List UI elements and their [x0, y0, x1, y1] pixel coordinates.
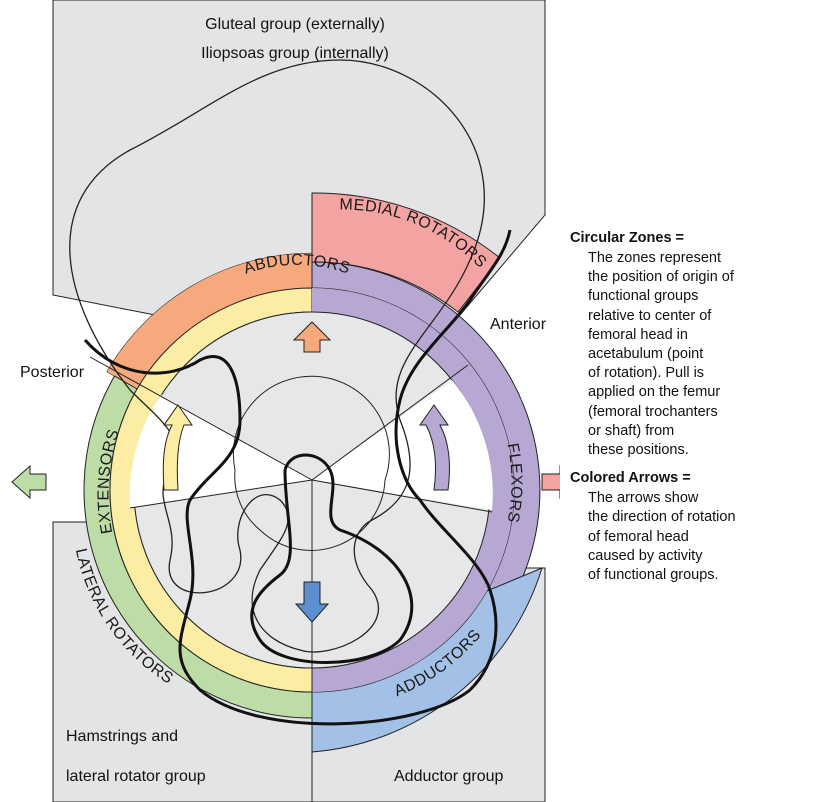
- adductors-arrow-icon: [294, 581, 330, 623]
- posterior-label: Posterior: [20, 364, 85, 381]
- extensors-arrow-icon: [162, 404, 193, 491]
- radial-line-posterior: [89, 356, 313, 481]
- circular-zones-line: relative to center of: [588, 307, 712, 324]
- femur-inner-bold: [250, 453, 414, 664]
- flexors-arrow-icon: [419, 404, 451, 491]
- circular-zones-line: The zones represent: [588, 250, 721, 266]
- colored-arrows-line: of femoral head: [588, 528, 689, 545]
- hip-diagram: ABDUCTORS MEDIAL ROTATORS FLEXORS ADDUCT…: [11, 0, 560, 802]
- zone-adductors: [311, 567, 543, 753]
- circular-zones-line: these positions.: [588, 442, 689, 459]
- circular-zones-text: The zones represent the position of orig…: [588, 249, 813, 460]
- circular-zones-line: (femoral trochanters: [588, 403, 718, 420]
- legend: Circular Zones = The zones represent the…: [570, 230, 813, 595]
- colored-arrows-heading: Colored Arrows =: [570, 470, 691, 487]
- iliopsoas-group-label: Iliopsoas group (internally): [201, 45, 389, 62]
- colored-arrows-line: caused by activity: [588, 547, 703, 564]
- zone-abductors-top: [107, 253, 312, 389]
- adductor-group-label: Adductor group: [394, 768, 504, 785]
- posterior-arrow-icon: [11, 464, 47, 500]
- hamstrings-label-line2: lateral rotator group: [66, 768, 206, 785]
- colored-arrows-line: The arrows show: [588, 490, 699, 507]
- center-circle: [232, 375, 390, 551]
- circular-zones-line: applied on the femur: [588, 384, 721, 401]
- colored-arrows-line: of functional groups.: [588, 567, 719, 584]
- zone-flexors-inner: [312, 288, 514, 692]
- hamstrings-label-line1: Hamstrings and: [66, 728, 178, 745]
- radial-line-lower-right: [311, 479, 493, 513]
- femur-outline-bold: [83, 229, 512, 726]
- anterior-arrow-icon: [541, 464, 560, 500]
- colored-arrows-line: the direction of rotation: [588, 509, 736, 526]
- circular-zones-heading: Circular Zones =: [570, 230, 685, 246]
- circular-zones-line: or shaft) from: [588, 422, 675, 439]
- circular-zones-line: the position of origin of: [588, 269, 734, 286]
- gluteal-group-label: Gluteal group (externally): [205, 16, 385, 33]
- radial-line-lower-left: [129, 479, 313, 509]
- svg-text:FLEXORS: FLEXORS: [504, 442, 525, 524]
- abductors-arrow-icon: [292, 321, 332, 353]
- anterior-label: Anterior: [490, 316, 547, 333]
- circular-zones-line: acetabulum (point: [588, 346, 704, 363]
- circular-zones-line: femoral head in: [588, 326, 688, 343]
- circular-zones-line: functional groups: [588, 288, 699, 305]
- pelvis-outline-thin: [69, 59, 485, 653]
- circular-zones-line: of rotation). Pull is: [588, 365, 705, 382]
- radial-line-anterior: [311, 364, 469, 481]
- colored-arrows-text: The arrows show the direction of rotatio…: [588, 489, 813, 585]
- flexors-label: FLEXORS: [504, 442, 524, 524]
